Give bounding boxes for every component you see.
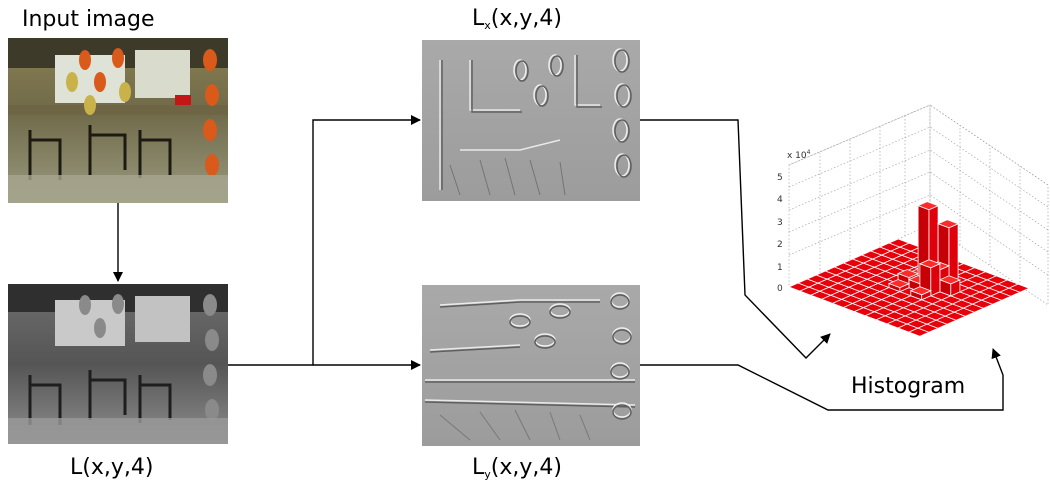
histogram-z-tick: 1: [777, 263, 783, 273]
histogram-bar: [909, 286, 932, 301]
histogram-label: Histogram: [851, 374, 966, 399]
histogram-bar-face: [918, 259, 941, 269]
histogram-z-tick: 0: [777, 284, 783, 294]
histogram-bar-face: [937, 219, 960, 229]
lx-derivative-image: [422, 40, 640, 201]
histogram-bar-face: [938, 275, 961, 285]
histogram-z-tick: 2: [777, 240, 783, 250]
input-image: [8, 38, 228, 203]
histogram-z-tick: 4: [777, 195, 783, 205]
histogram-bar-face: [917, 201, 940, 211]
histogram-bar: [887, 279, 911, 293]
histogram-bar-face: [930, 263, 941, 297]
histogram-bar-face: [909, 286, 932, 296]
arrow-gray-to-lx: [228, 115, 421, 366]
histogram-bar: [938, 275, 961, 297]
connectors: [113, 115, 1004, 411]
grayscale-image: [8, 284, 228, 444]
histogram-floor-tile: [1007, 283, 1031, 293]
histogram-bar-face: [897, 269, 920, 279]
ly-label-main: L: [472, 455, 485, 480]
lx-label-main: L: [472, 6, 485, 31]
histogram-z-tick: 5: [777, 173, 783, 183]
input-image-label: Input image: [22, 7, 155, 32]
ly-label-sub: y: [484, 468, 491, 481]
histogram-z-tick: 3: [777, 218, 783, 228]
histogram-bars: [887, 201, 961, 301]
ly-derivative-image: [422, 285, 640, 446]
histogram-plot: x 104 5 4 3 2 1 0: [777, 104, 1049, 337]
lx-label: Lx(x,y,4): [472, 6, 562, 39]
lx-label-args: (x,y,4): [490, 6, 562, 31]
ly-label: Ly(x,y,4): [472, 455, 562, 488]
lx-label-sub: x: [484, 19, 491, 32]
l-gray-label: L(x,y,4): [70, 455, 154, 480]
arrow-lx-to-histogram: [640, 119, 831, 359]
ly-label-args: (x,y,4): [490, 455, 562, 480]
histogram-bar-face: [887, 279, 911, 289]
arrow-ly-to-histogram: [640, 348, 1004, 411]
histogram-z-axis: x 104 5 4 3 2 1 0: [777, 149, 811, 294]
histogram-z-exponent: x 104: [787, 149, 811, 161]
